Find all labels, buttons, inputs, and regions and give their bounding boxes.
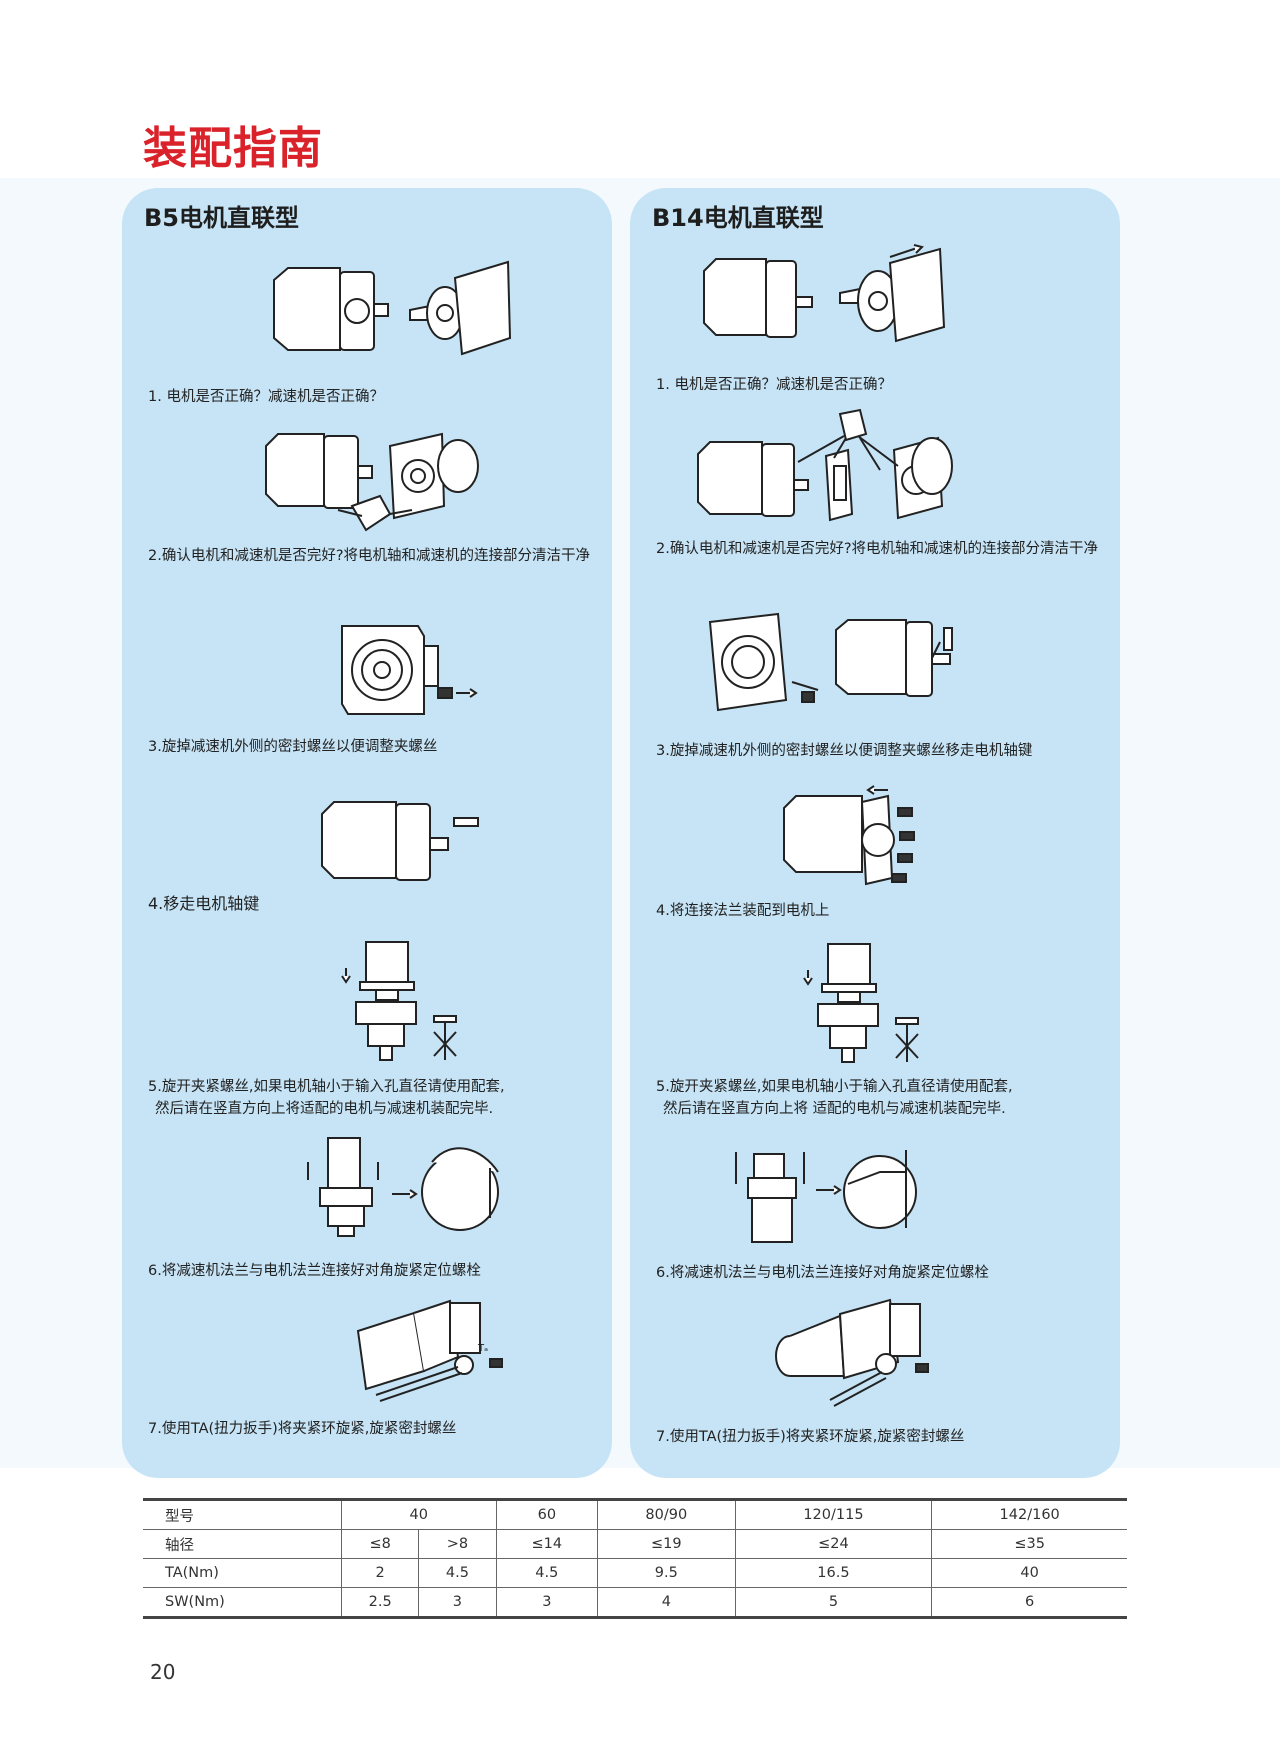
table-cell: 5 bbox=[734, 1587, 932, 1618]
remove-seal-screw-illustration bbox=[706, 610, 966, 720]
step-caption: 1. 电机是否正确？减速机是否正确？ bbox=[148, 389, 384, 405]
step-caption: 2.确认电机和减速机是否完好?将电机轴和减速机的连接部分清洁干净 bbox=[656, 541, 1099, 557]
step-caption: 7.使用TA(扭力扳手)将夹紧环旋紧,旋紧密封螺丝 bbox=[656, 1429, 965, 1445]
table-cell: 142/160 bbox=[931, 1499, 1127, 1530]
table-row: 轴径 ≤8 >8 ≤14 ≤19 ≤24 ≤35 bbox=[143, 1529, 1127, 1559]
table-cell: 6 bbox=[931, 1587, 1127, 1618]
step-caption-line1: 5.旋开夹紧螺丝,如果电机轴小于输入孔直径请使用配套, bbox=[656, 1079, 1013, 1095]
page-title: 装配指南 bbox=[143, 123, 323, 174]
table-cell: ≤14 bbox=[495, 1529, 598, 1559]
table-cell: ≤8 bbox=[340, 1529, 419, 1559]
step-caption: 1. 电机是否正确？减速机是否正确？ bbox=[656, 377, 892, 393]
table-row: 型号 40 60 80/90 120/115 142/160 bbox=[143, 1499, 1127, 1530]
step-caption-line1: 5.旋开夹紧螺丝,如果电机轴小于输入孔直径请使用配套, bbox=[148, 1079, 505, 1095]
table-cell: 型号 bbox=[143, 1499, 342, 1530]
svg-text:Tₐ: Tₐ bbox=[477, 1343, 488, 1354]
table-cell: 80/90 bbox=[597, 1499, 736, 1530]
step-caption: 4.移走电机轴键 bbox=[148, 894, 260, 913]
table-cell: 轴径 bbox=[143, 1529, 342, 1559]
step-caption: 7.使用TA(扭力扳手)将夹紧环旋紧,旋紧密封螺丝 bbox=[148, 1421, 457, 1437]
step-caption: 6.将减速机法兰与电机法兰连接好对角旋紧定位螺栓 bbox=[656, 1265, 989, 1281]
table-row: SW(Nm) 2.5 3 3 4 5 6 bbox=[143, 1587, 1127, 1618]
step-caption: 3.旋掉减速机外侧的密封螺丝以便调整夹螺丝移走电机轴键 bbox=[656, 743, 1033, 759]
step-caption: 6.将减速机法兰与电机法兰连接好对角旋紧定位螺栓 bbox=[148, 1263, 481, 1279]
step-caption-line2: 然后请在竖直方向上将 适配的电机与减速机装配完毕. bbox=[663, 1101, 1006, 1117]
table-cell: 4.5 bbox=[495, 1558, 598, 1588]
diagonal-bolts-illustration bbox=[302, 1128, 502, 1243]
torque-wrench-illustration bbox=[770, 1296, 950, 1407]
section-title: B5电机直联型 bbox=[144, 204, 299, 232]
diagonal-bolts-illustration bbox=[730, 1144, 920, 1249]
mount-flange-illustration bbox=[780, 785, 950, 893]
torque-wrench-illustration: Tₐ bbox=[354, 1293, 534, 1403]
step-caption: 5.旋开夹紧螺丝,如果电机轴小于输入孔直径请使用配套, 然后请在竖直方向上将 适… bbox=[656, 1076, 1114, 1120]
step-caption: 2.确认电机和减速机是否完好?将电机轴和减速机的连接部分清洁干净 bbox=[148, 548, 591, 564]
remove-seal-screw-illustration bbox=[334, 616, 484, 726]
table-cell: 40 bbox=[931, 1558, 1127, 1588]
table-cell: ≤19 bbox=[597, 1529, 736, 1559]
step-caption-line2: 然后请在竖直方向上将适配的电机与减速机装配完毕. bbox=[155, 1101, 494, 1117]
table-cell: 4 bbox=[597, 1587, 736, 1618]
spec-table: 型号 40 60 80/90 120/115 142/160 轴径 ≤8 >8 … bbox=[143, 1498, 1127, 1619]
table-cell: TA(Nm) bbox=[143, 1558, 342, 1588]
motor-and-gearbox-illustration bbox=[270, 258, 520, 368]
table-cell: ≤35 bbox=[931, 1529, 1127, 1559]
b5-section: B5电机直联型 1. 电机是否正确？减速机是否正确？ bbox=[122, 188, 612, 1478]
vertical-assembly-illustration bbox=[340, 938, 470, 1068]
table-cell: 3 bbox=[418, 1587, 497, 1618]
step-caption: 3.旋掉减速机外侧的密封螺丝以便调整夹螺丝 bbox=[148, 739, 438, 755]
table-cell: >8 bbox=[418, 1529, 497, 1559]
table-cell: ≤24 bbox=[734, 1529, 932, 1559]
step-caption: 5.旋开夹紧螺丝,如果电机轴小于输入孔直径请使用配套, 然后请在竖直方向上将适配… bbox=[148, 1076, 606, 1120]
step-caption: 4.将连接法兰装配到电机上 bbox=[656, 903, 830, 919]
cleaning-illustration bbox=[262, 426, 512, 536]
table-cell: 2 bbox=[340, 1558, 419, 1588]
motor-and-gearbox-illustration bbox=[700, 243, 950, 353]
b14-section: B14电机直联型 1. 电机是否正确？减速机是否正确？ bbox=[630, 188, 1120, 1478]
remove-shaft-key-illustration bbox=[318, 796, 488, 891]
table-cell: 4.5 bbox=[418, 1558, 497, 1588]
table-cell: 40 bbox=[341, 1499, 497, 1530]
table-cell: 9.5 bbox=[597, 1558, 736, 1588]
table-cell: 60 bbox=[495, 1499, 598, 1530]
table-row: TA(Nm) 2 4.5 4.5 9.5 16.5 40 bbox=[143, 1558, 1127, 1588]
table-cell: 16.5 bbox=[734, 1558, 932, 1588]
vertical-assembly-illustration bbox=[802, 940, 932, 1070]
cleaning-illustration bbox=[694, 408, 964, 530]
table-cell: 120/115 bbox=[734, 1499, 932, 1530]
page-number: 20 bbox=[150, 1660, 176, 1684]
table-cell: 2.5 bbox=[340, 1587, 419, 1618]
table-cell: SW(Nm) bbox=[143, 1587, 342, 1618]
section-title: B14电机直联型 bbox=[652, 204, 824, 232]
table-cell: 3 bbox=[495, 1587, 598, 1618]
